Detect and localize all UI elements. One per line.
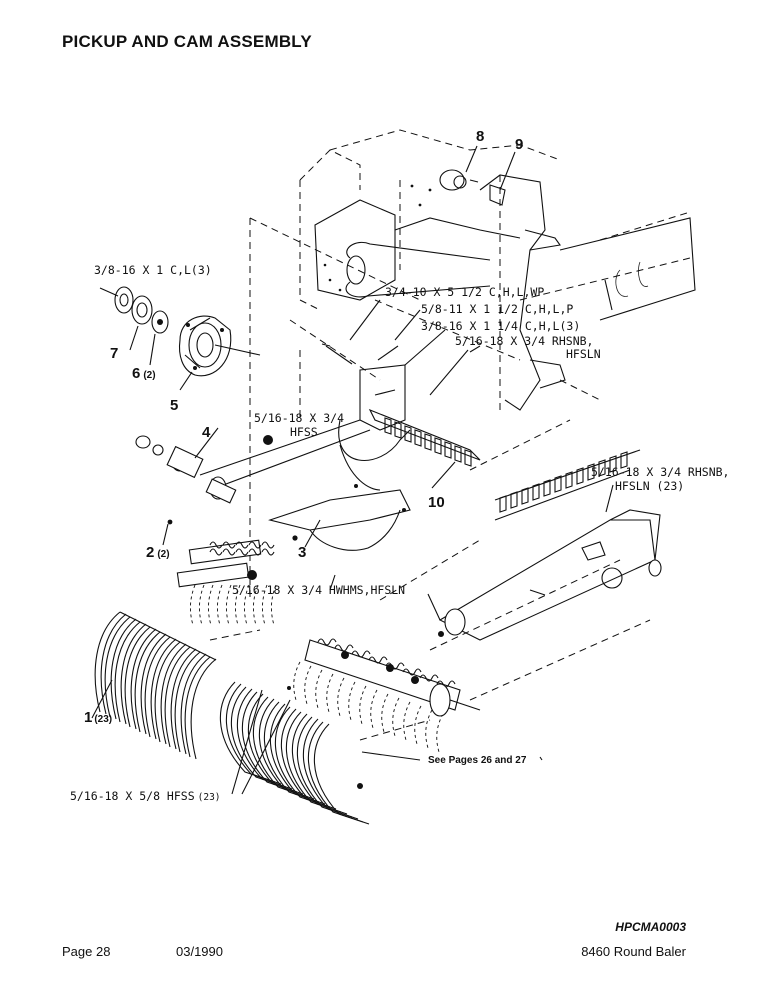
tine-bar-upper-illustration [368, 408, 481, 489]
callout-hfss: HFSS [290, 425, 318, 439]
frame-bolts-illustration [321, 299, 469, 396]
model-name: 8460 Round Baler [581, 944, 686, 959]
callout-hfsln-23: HFSLN (23) [615, 479, 684, 493]
part-number-4: 4 [202, 424, 211, 441]
part-number-9: 9 [515, 136, 523, 153]
see-pages-note: See Pages 26 and 27 [428, 755, 527, 766]
tine-bar-right-illustration [293, 638, 481, 753]
assembly-guide-lines [209, 217, 651, 741]
callout-bolt-5-16-rhsnb-23: 5/16-18 X 3/4 RHSNB, [591, 465, 729, 479]
callout-bolt-3-4x5-1-2: 3/4-10 X 5 1/2 C,H,L,WP [385, 285, 544, 299]
part-number-6: 6(2) [132, 365, 156, 382]
baler-frame-illustration [299, 129, 696, 411]
part-number-8: 8 [476, 128, 484, 145]
part-number-10: 10 [428, 494, 445, 511]
part-number-5: 5 [170, 397, 178, 414]
callout-hfsln: HFSLN [566, 347, 601, 361]
callout-bolt-hwhms: 5/16-18 X 3/4 HWHMS,HFSLN [232, 583, 405, 597]
part-number-1: 1(23) [84, 709, 112, 726]
page-number: Page 28 [62, 944, 111, 959]
callout-bolt-3-8x1: 3/8-16 X 1 C,L(3) [94, 263, 212, 277]
page-title: PICKUP AND CAM ASSEMBLY [62, 32, 312, 51]
callout-bolt-5-16-rhsnb: 5/16-18 X 3/4 RHSNB, [455, 334, 593, 348]
callout-bolt-3-8x1-1-4: 3/8-16 X 1 1/4 C,H,L(3) [421, 319, 580, 333]
callout-bolt-5-8x1-1-2: 5/8-11 X 1 1/2 C,H,L,P [421, 302, 573, 316]
callout-bolt-5-16x3-4: 5/16-18 X 3/4 [254, 411, 344, 425]
stripper-bands-illustration [94, 611, 370, 825]
callout-bolt-5-16x5-8: 5/16-18 X 5/8 HFSS(23) [70, 789, 221, 803]
leader-lines [91, 325, 543, 795]
shaft-illustration [135, 419, 371, 541]
document-id: HPCMA0003 [615, 920, 686, 934]
part-number-7: 7 [110, 345, 118, 362]
revision-date: 03/1990 [176, 944, 223, 959]
part-number-3: 3 [298, 544, 306, 561]
bearing-flange-illustration [439, 145, 516, 206]
tine-bar-lower-illustration [176, 539, 277, 626]
center-bracket-illustration [268, 364, 411, 551]
part-number-2: 2(2) [146, 544, 170, 561]
cam-track-illustration [99, 286, 261, 377]
pickup-arm-illustration [438, 449, 662, 641]
